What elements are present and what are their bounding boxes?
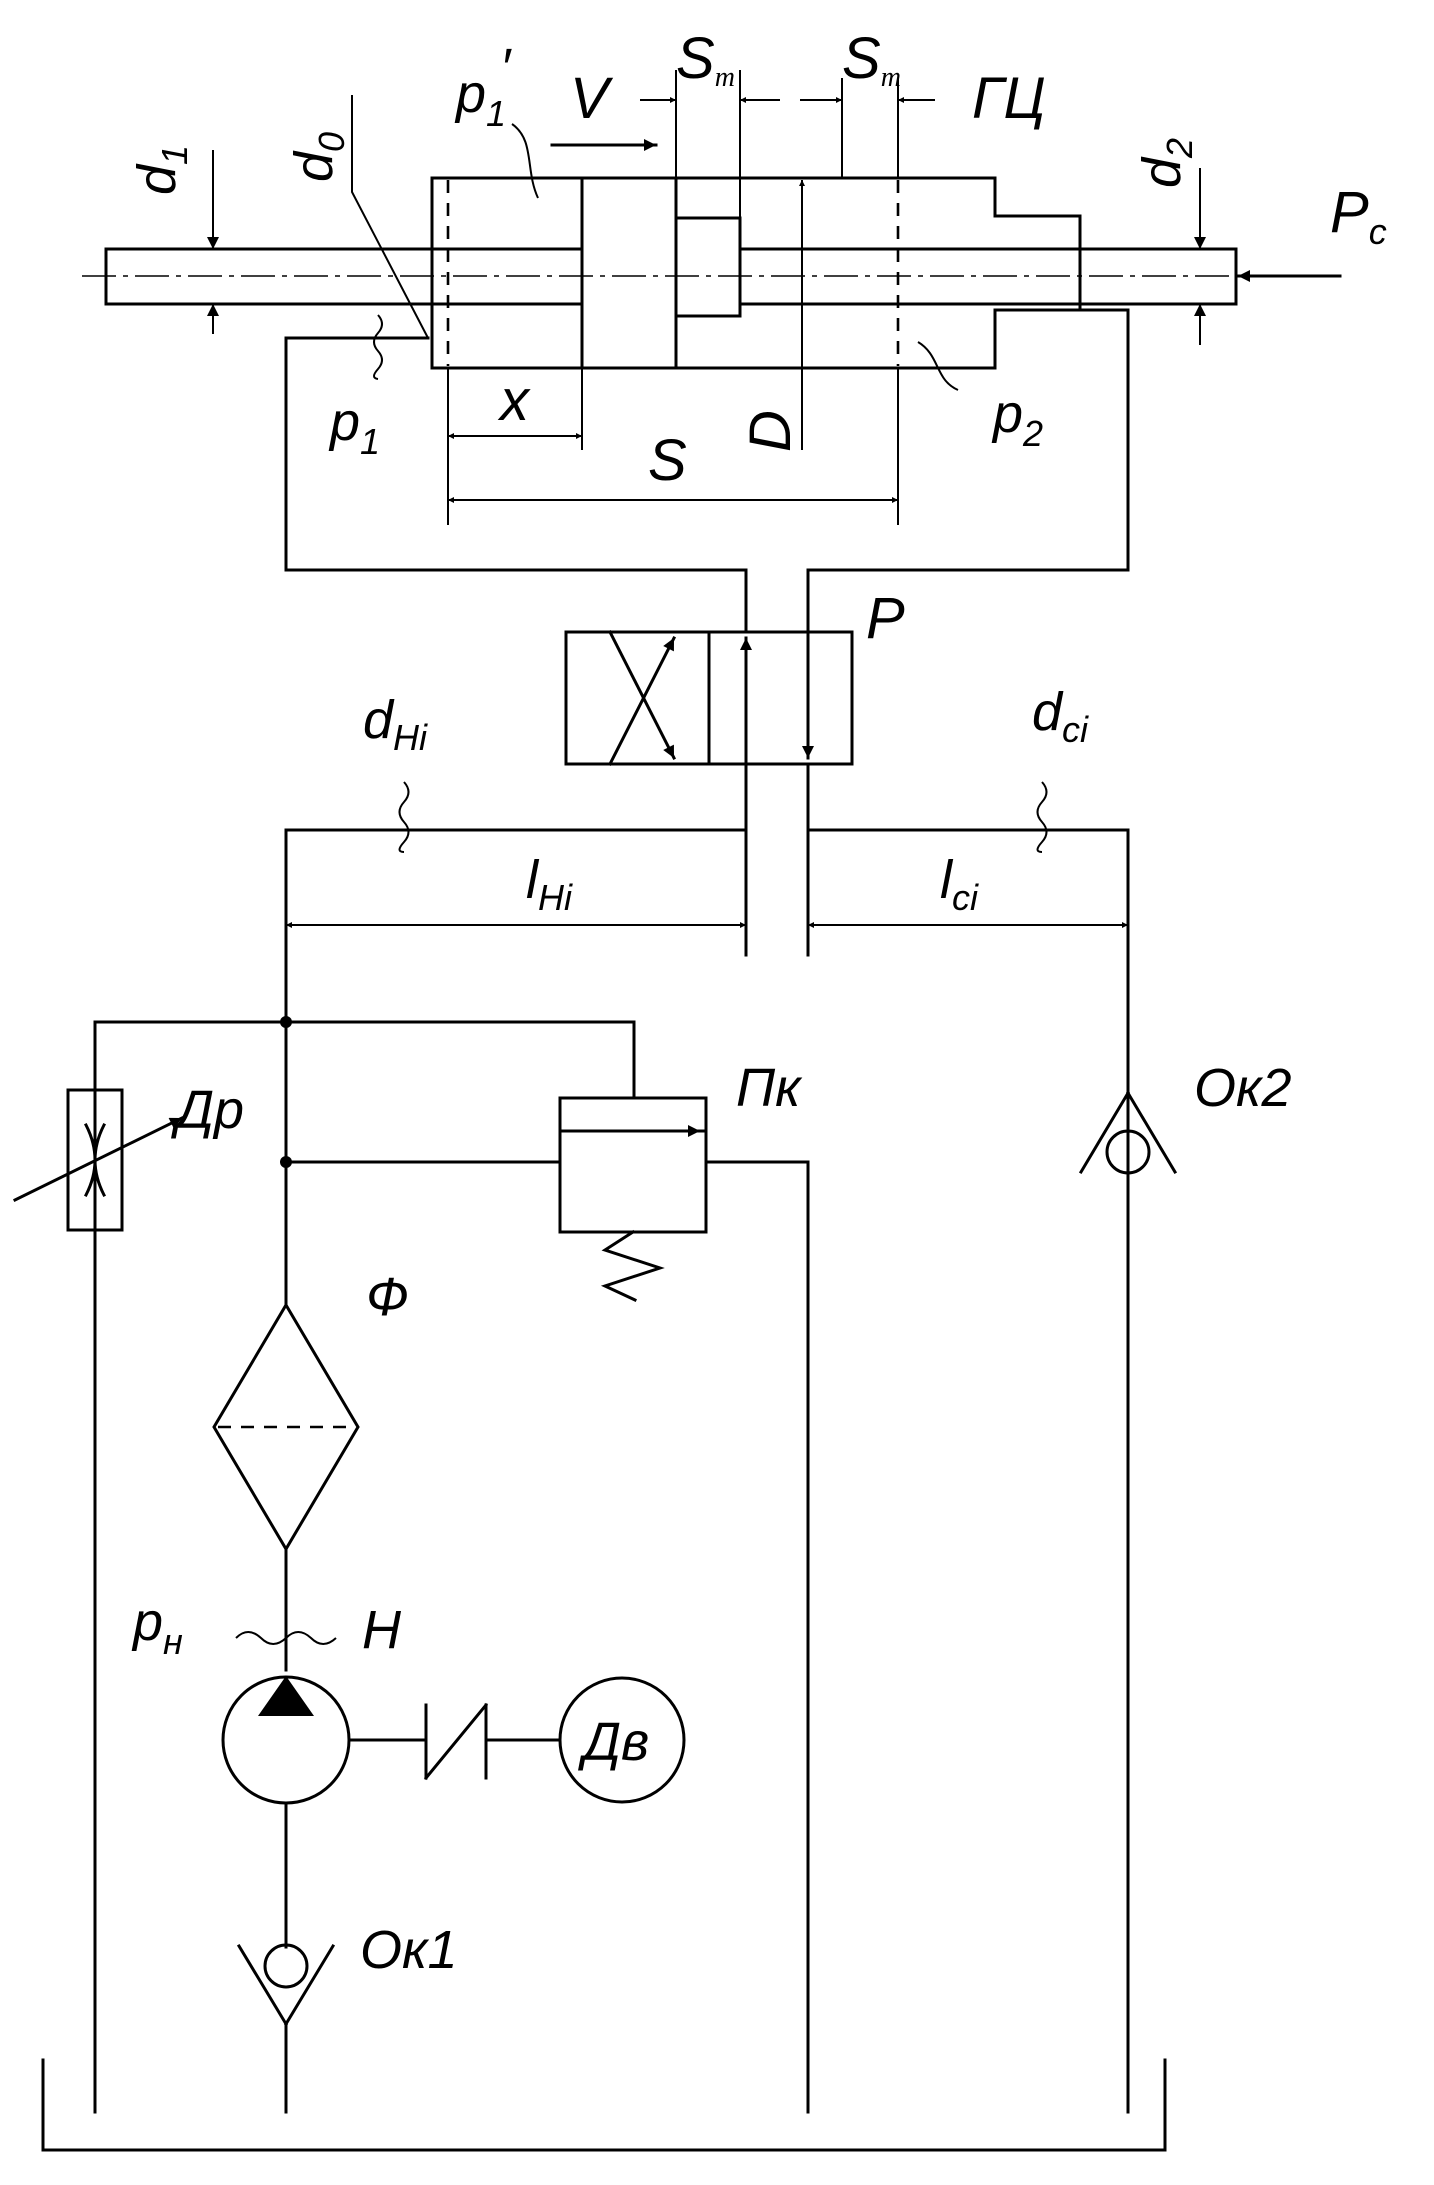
S-dimension [448, 368, 899, 525]
st-dimensions [640, 70, 935, 218]
dHi-mark [398, 781, 410, 853]
label-Ok2: Ок2 [1194, 1058, 1292, 1118]
label-p2: p2 [991, 384, 1043, 454]
piston [580, 176, 678, 370]
label-dHi: dHi [363, 690, 428, 758]
label-ST-2: Sт [842, 26, 901, 93]
check-valve-ok1 [236, 1943, 336, 2114]
label-dci: dci [1032, 682, 1089, 750]
label-S: S [648, 428, 687, 493]
p2-leader [917, 341, 959, 391]
label-p1-prime: p1′ [454, 38, 512, 134]
label-H: Н [362, 1600, 402, 1660]
electric-motor [558, 1676, 686, 1804]
label-Dr: Др [171, 1080, 244, 1140]
hydraulic-cylinder [82, 176, 1342, 370]
label-lHi: lHi [526, 850, 573, 918]
label-d1: d1 [127, 145, 195, 195]
pump-branch [93, 1016, 636, 2114]
pump [221, 1631, 562, 1949]
label-F: Ф [366, 1267, 409, 1327]
label-d0: d0 [284, 132, 352, 182]
p1-port-mark [373, 314, 383, 380]
adjustable-throttle [12, 1088, 185, 1232]
label-Pc: Pc [1330, 180, 1387, 252]
dci-mark [1036, 781, 1048, 853]
label-Dv: Дв [578, 1712, 649, 1772]
label-pH: pн [131, 1592, 183, 1662]
supply-return-lines [284, 762, 1130, 2114]
cylinder-body [430, 176, 1082, 370]
p1prime-leader [511, 123, 539, 199]
directional-valve [564, 629, 854, 767]
stroke-limiter [674, 216, 742, 318]
label-x: x [497, 368, 531, 433]
label-V: V [570, 66, 614, 131]
label-p1: p1 [328, 392, 380, 462]
labels: d1 d0 d2 p1′ V Sт Sт ГЦ Pc p1 x D p2 S P… [127, 26, 1387, 1980]
label-Pk: Пк [736, 1058, 803, 1118]
label-ST-1: Sт [676, 26, 735, 93]
check-valve-ok2 [1078, 1090, 1178, 1175]
d0-leader [351, 95, 429, 339]
tank [41, 2058, 1167, 2152]
relief-valve [558, 1096, 810, 2114]
label-valve-R: P [866, 586, 905, 651]
label-lci: lci [940, 850, 979, 918]
label-d2: d2 [1132, 138, 1200, 188]
label-D: D [738, 410, 803, 452]
label-Ok1: Ок1 [360, 1920, 458, 1980]
pH-mark [235, 1631, 337, 1645]
label-GC: ГЦ [972, 66, 1046, 131]
filter [212, 1302, 360, 1672]
cylinder-lines [284, 308, 1130, 634]
